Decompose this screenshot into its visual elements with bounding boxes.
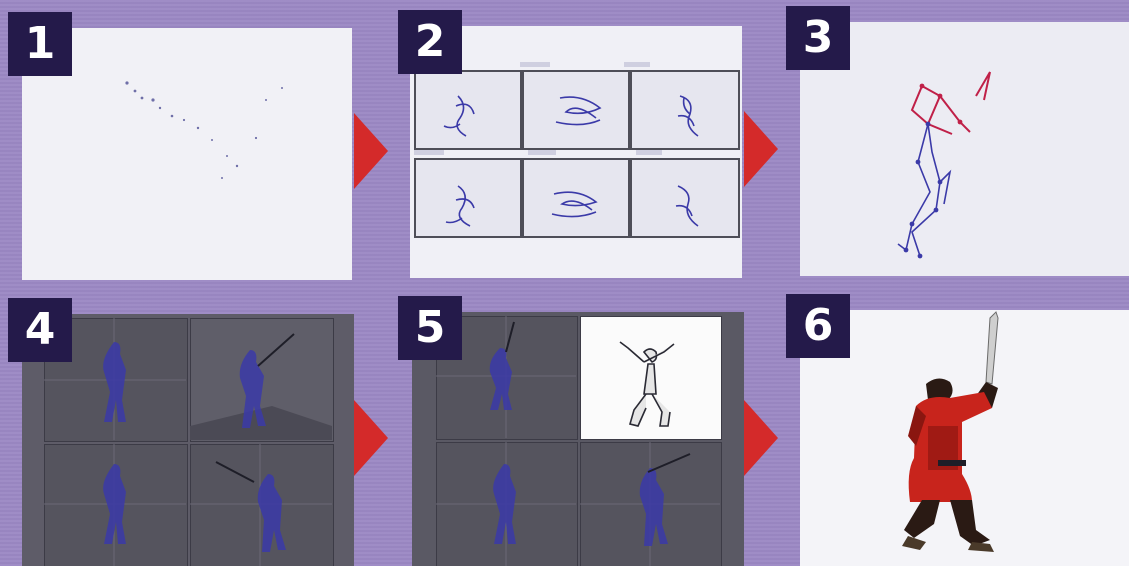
arrow-5-to-6 — [744, 400, 778, 476]
arrow-1-to-2 — [354, 113, 388, 189]
step-6-number: 6 — [786, 294, 850, 358]
step-3-number: 3 — [786, 6, 850, 70]
step-1-number: 1 — [8, 12, 72, 76]
step-2-number: 2 — [398, 10, 462, 74]
arrow-2-to-3 — [744, 111, 778, 187]
step-5-number: 5 — [398, 296, 462, 360]
step-4-number: 4 — [8, 298, 72, 362]
arrow-4-to-5 — [354, 400, 388, 476]
